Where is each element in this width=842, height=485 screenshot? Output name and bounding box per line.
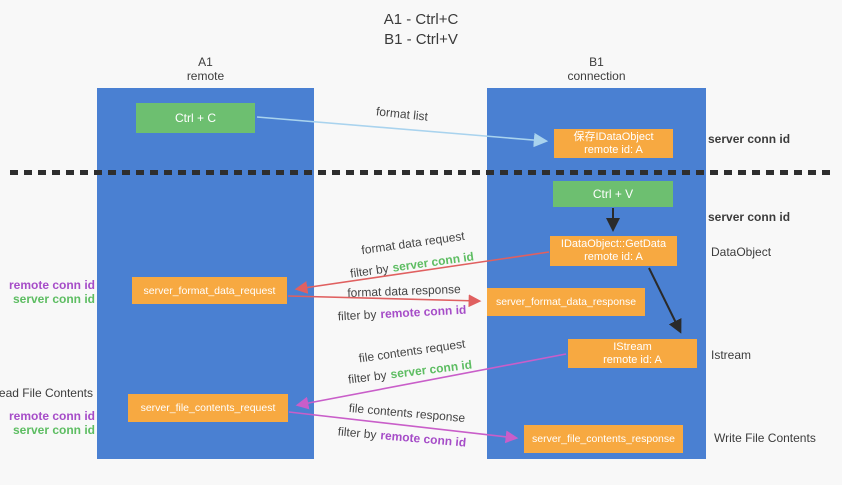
getdata-label: IDataObject::GetData [560,238,667,250]
diagram-title: A1 - Ctrl+C B1 - Ctrl+V [0,10,842,50]
remote-conn-id-text: remote conn id [379,428,467,450]
server-conn-id-text: server conn id [391,249,475,275]
idataobject-getdata-box: IDataObject::GetData remote id: A [550,236,677,266]
label-format-list: format list [375,104,428,123]
column-a1-id: A1 [198,55,213,69]
column-b1-role: connection [567,69,626,83]
format-list-text: format list [375,104,429,124]
server-conn-id-text: server conn id [708,210,791,224]
istream-box: IStream remote id: A [568,339,697,368]
annotation-istream: Istream [711,348,751,362]
label-format-data-response: format data response [347,282,461,300]
annotation-conn-ids-format: remote conn id server conn id [0,278,95,306]
ctrl-v-label: Ctrl + V [592,187,634,201]
istream-label: IStream [613,340,652,353]
save-idataobject-remote-id: remote id: A [584,143,643,156]
ctrl-v-box: Ctrl + V [553,181,673,207]
server-format-data-response-label: server_format_data_response [495,296,637,308]
annotation-conn-ids-file: remote conn id server conn id [0,409,95,437]
filter-by-text: filter by [337,307,377,324]
write-file-contents-text: Write File Contents [714,431,816,445]
remote-conn-id-text: remote conn id [8,409,95,423]
annotation-read-file-contents: Read File Contents [0,386,93,400]
column-header-a1: A1 remote [97,55,314,83]
save-idataobject-label: 保存IDataObject [573,130,654,143]
remote-conn-id-text: remote conn id [379,302,467,322]
server-format-data-request-label: server_format_data_request [143,284,276,297]
file-contents-response-text: file contents response [348,400,466,426]
server-file-contents-request-label: server_file_contents_request [140,402,276,414]
dataobject-text: DataObject [711,245,772,259]
phase-divider-dotted-line [10,170,832,175]
istream-text: Istream [711,348,752,362]
column-header-b1: B1 connection [487,55,706,83]
filter-by-text: filter by [347,367,388,387]
filter-by-text: filter by [337,424,378,442]
server-format-data-request-box: server_format_data_request [132,277,287,304]
server-format-data-response-box: server_format_data_response [487,288,645,316]
server-conn-id-text: server conn id [12,423,95,437]
format-data-response-text: format data response [347,282,461,300]
istream-remote-id: remote id: A [603,353,662,366]
read-file-contents-text: Read File Contents [0,386,93,400]
annotation-dataobject: DataObject [711,245,771,259]
column-b1-id: B1 [589,55,604,69]
ctrl-c-box: Ctrl + C [136,103,255,133]
server-conn-id-text: server conn id [12,292,95,306]
annotation-server-conn-id-mid: server conn id [708,210,790,224]
label-file-contents-response: file contents response [348,401,466,425]
title-line-2: B1 - Ctrl+V [384,31,458,48]
server-file-contents-response-label: server_file_contents_response [531,433,675,445]
remote-conn-id-text: remote conn id [8,278,95,292]
server-file-contents-response-box: server_file_contents_response [524,425,683,453]
getdata-remote-id: remote id: A [584,251,643,263]
server-conn-id-text: server conn id [389,357,473,382]
ctrl-c-label: Ctrl + C [174,111,216,125]
annotation-write-file-contents: Write File Contents [714,431,816,445]
server-conn-id-text: server conn id [708,132,791,146]
save-idataobject-box: 保存IDataObject remote id: A [554,129,673,158]
title-line-1: A1 - Ctrl+C [383,11,459,28]
column-a1-role: remote [186,69,225,83]
filter-by-text: filter by [349,261,390,281]
annotation-server-conn-id-top: server conn id [708,132,790,146]
server-file-contents-request-box: server_file_contents_request [128,394,288,422]
